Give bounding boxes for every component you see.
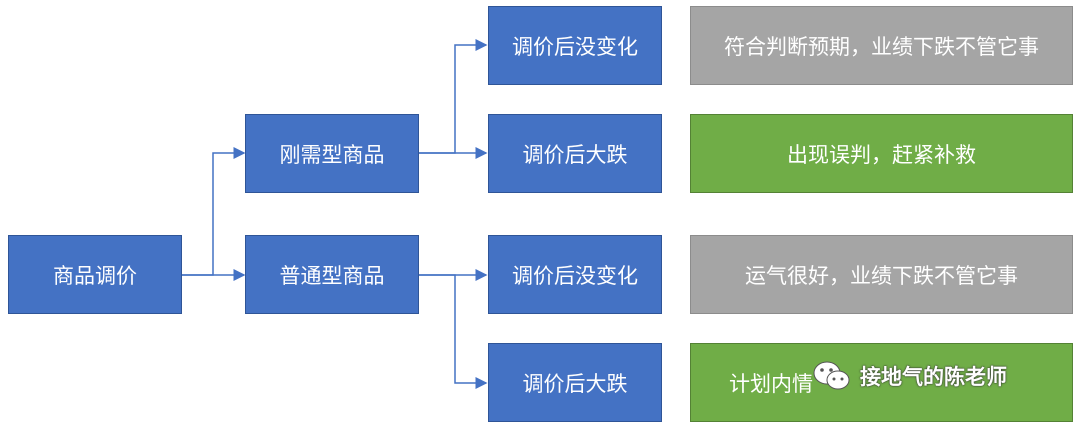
node-normal-big-drop: 调价后大跌 [488, 343, 662, 422]
connector-rigid-nochange [419, 39, 488, 154]
node-normal-no-change: 调价后没变化 [488, 235, 662, 314]
node-rigid-no-change-label: 调价后没变化 [512, 34, 638, 59]
root-node-label: 商品调价 [53, 263, 137, 288]
connector-normal-drop [419, 274, 488, 389]
node-normal-goods-label: 普通型商品 [279, 263, 385, 288]
node-rigid-demand-label: 刚需型商品 [279, 142, 385, 167]
outcome-rigid-no-change: 符合判断预期，业绩下跌不管它事 [690, 6, 1073, 85]
node-rigid-no-change: 调价后没变化 [488, 6, 662, 85]
outcome-normal-big-drop: 计划内情 [690, 343, 1073, 422]
node-normal-big-drop-label: 调价后大跌 [522, 371, 628, 396]
outcome-normal-big-drop-label: 计划内情 [729, 371, 813, 396]
root-node: 商品调价 [8, 235, 182, 314]
outcome-rigid-big-drop: 出现误判，赶紧补救 [690, 114, 1073, 193]
watermark: 接地气的陈老师 [812, 360, 1007, 392]
watermark-text: 接地气的陈老师 [860, 365, 1007, 389]
outcome-normal-no-change-label: 运气很好，业绩下跌不管它事 [745, 263, 1018, 288]
connector-root-rigid [181, 147, 246, 276]
node-normal-goods: 普通型商品 [245, 235, 419, 314]
node-rigid-big-drop: 调价后大跌 [488, 114, 662, 193]
outcome-normal-no-change: 运气很好，业绩下跌不管它事 [690, 235, 1073, 314]
node-rigid-big-drop-label: 调价后大跌 [522, 142, 628, 167]
node-normal-no-change-label: 调价后没变化 [512, 263, 638, 288]
outcome-rigid-big-drop-label: 出现误判，赶紧补救 [787, 142, 976, 167]
outcome-rigid-no-change-label: 符合判断预期，业绩下跌不管它事 [724, 34, 1039, 59]
node-rigid-demand: 刚需型商品 [245, 114, 419, 193]
wechat-icon [812, 360, 852, 392]
